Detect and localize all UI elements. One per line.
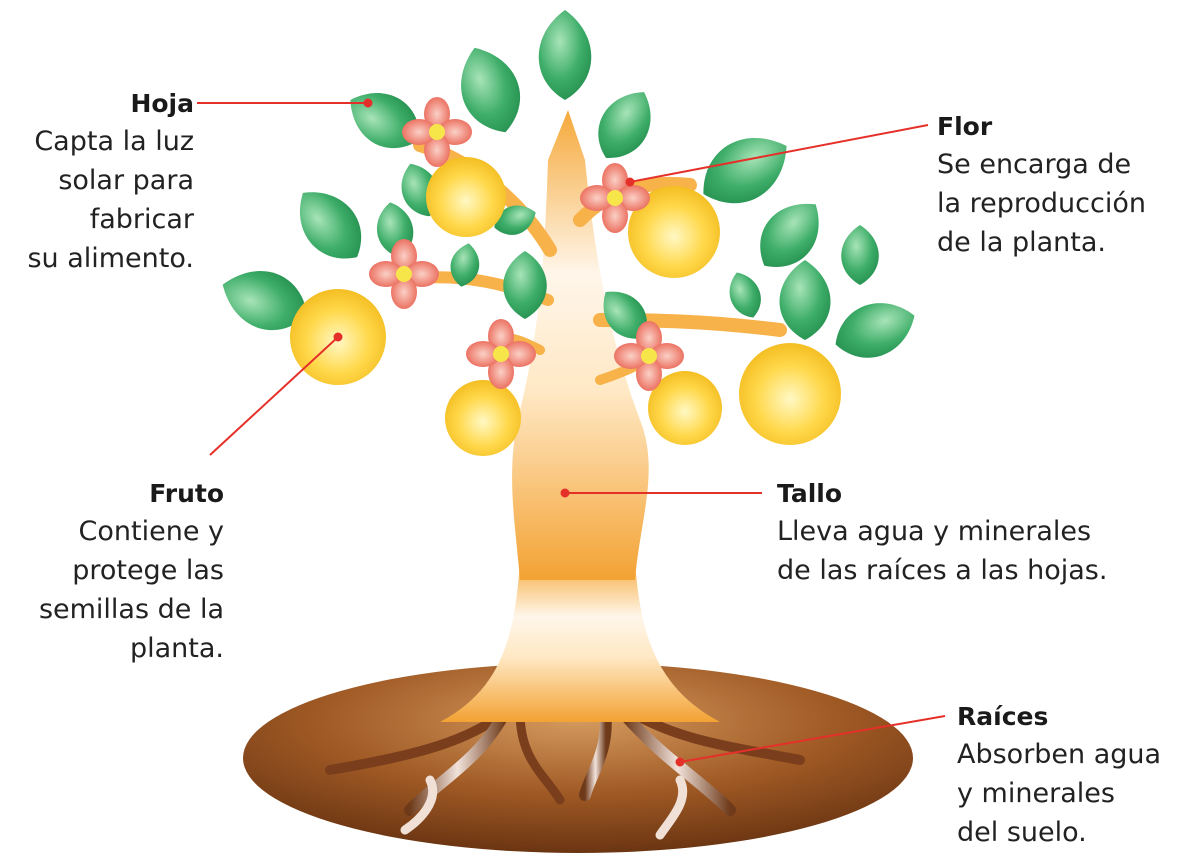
- fruto-desc-line: Contiene y: [78, 516, 224, 547]
- leaf: [598, 92, 651, 158]
- flower: [466, 319, 536, 389]
- label-raices: Raíces Absorben agua y minerales del sue…: [957, 699, 1182, 852]
- flor-desc-line: de la planta.: [937, 227, 1106, 258]
- tallo-desc-line: de las raíces a las hojas.: [777, 555, 1108, 586]
- raices-desc-line: y minerales: [957, 778, 1115, 809]
- leaf: [450, 243, 480, 287]
- flor-desc-line: la reproducción: [937, 188, 1146, 219]
- flor-title: Flor: [937, 112, 993, 141]
- leaf: [503, 251, 547, 319]
- hoja-desc-line: Capta la luz: [34, 126, 194, 157]
- leaf: [603, 291, 647, 339]
- label-hoja: Hoja Capta la luz solar para fabricar su…: [0, 86, 194, 278]
- flower: [580, 163, 650, 233]
- flower: [614, 321, 684, 391]
- fruit: [739, 343, 841, 445]
- leaf: [494, 205, 536, 235]
- leaf: [461, 47, 521, 133]
- pointer-fruto: [209, 336, 339, 456]
- leaf: [841, 225, 879, 285]
- pointers: [197, 98, 946, 767]
- hoja-desc-line: su alimento.: [27, 243, 194, 274]
- leaf: [779, 260, 831, 340]
- trunk-base: [440, 560, 720, 722]
- leaf: [835, 303, 915, 358]
- leaf: [299, 192, 362, 259]
- leaf: [703, 137, 787, 204]
- flor-desc-line: Se encarga de: [937, 149, 1132, 180]
- hoja-title: Hoja: [130, 89, 194, 118]
- fruto-desc-line: protege las: [72, 555, 224, 586]
- fruit: [628, 186, 720, 278]
- raices-title: Raíces: [957, 702, 1049, 731]
- label-flor: Flor Se encarga de la reproducción de la…: [937, 109, 1182, 262]
- trunk: [512, 110, 649, 580]
- leaf: [729, 272, 761, 318]
- label-fruto: Fruto Contiene y protege las semillas de…: [0, 476, 224, 668]
- fruit: [445, 380, 521, 456]
- fruits: [290, 157, 841, 456]
- pointer-raices: [679, 715, 946, 763]
- fruit: [426, 157, 506, 237]
- fruto-desc-line: planta.: [129, 633, 224, 664]
- tallo-desc-line: Lleva agua y minerales: [777, 516, 1092, 547]
- leaf: [538, 10, 592, 100]
- raices-desc-line: del suelo.: [957, 817, 1087, 848]
- leaf: [760, 203, 819, 267]
- tallo-title: Tallo: [777, 479, 843, 508]
- hoja-desc-line: solar para: [58, 165, 194, 196]
- pointer-flor: [629, 124, 929, 183]
- leaf: [222, 271, 308, 331]
- fruit: [648, 371, 722, 445]
- raices-desc-line: Absorben agua: [957, 739, 1162, 770]
- hoja-desc-line: fabricar: [89, 204, 194, 235]
- fruto-desc-line: semillas de la: [38, 594, 224, 625]
- label-tallo: Tallo Lleva agua y minerales de las raíc…: [777, 476, 1167, 590]
- flower: [402, 97, 472, 167]
- flowers: [369, 97, 684, 391]
- fruto-title: Fruto: [149, 479, 224, 508]
- flower: [369, 239, 439, 309]
